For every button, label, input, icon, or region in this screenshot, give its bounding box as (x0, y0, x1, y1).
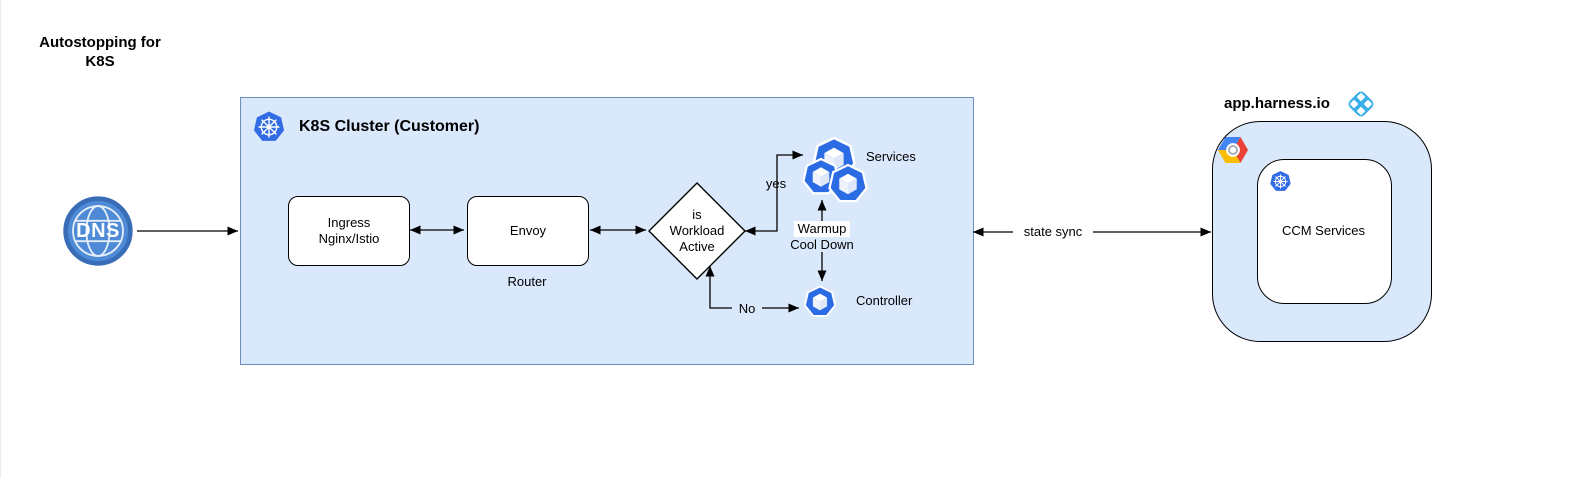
kubernetes-icon (253, 111, 285, 141)
services-label: Services (866, 149, 916, 164)
kubernetes-icon (1270, 171, 1291, 191)
ccm-services-label: CCM Services (1281, 223, 1366, 238)
cooldown-label: Cool Down (790, 237, 854, 252)
decision-label: is Workload Active (669, 207, 725, 254)
ingress-node: Ingress Nginx/Istio (288, 196, 410, 266)
router-label: Router (507, 274, 547, 289)
harness-domain-label: app.harness.io (1224, 95, 1330, 112)
no-edge-label: No (732, 301, 762, 317)
warmup-cooldown-label: Warmup Cool Down (783, 221, 861, 253)
canvas-edge-line (0, 0, 1, 478)
state-sync-label: state sync (1013, 224, 1093, 240)
dns-globe-icon (63, 196, 133, 266)
warmup-label: Warmup (793, 221, 851, 237)
workload-cube-icon (803, 285, 837, 317)
dns-label: DNS (76, 219, 120, 242)
yes-edge-label: yes (765, 176, 787, 191)
envoy-label: Envoy (509, 223, 547, 238)
harness-logo (1348, 91, 1374, 117)
cluster-title: K8S Cluster (Customer) (299, 118, 480, 135)
diagram-title: Autostopping for K8S (39, 34, 161, 70)
controller-label: Controller (856, 293, 913, 308)
ingress-label: Ingress Nginx/Istio (318, 215, 380, 246)
envoy-node: Envoy (467, 196, 589, 266)
workload-cubes-icon (802, 136, 868, 203)
gcp-icon (1218, 136, 1248, 164)
